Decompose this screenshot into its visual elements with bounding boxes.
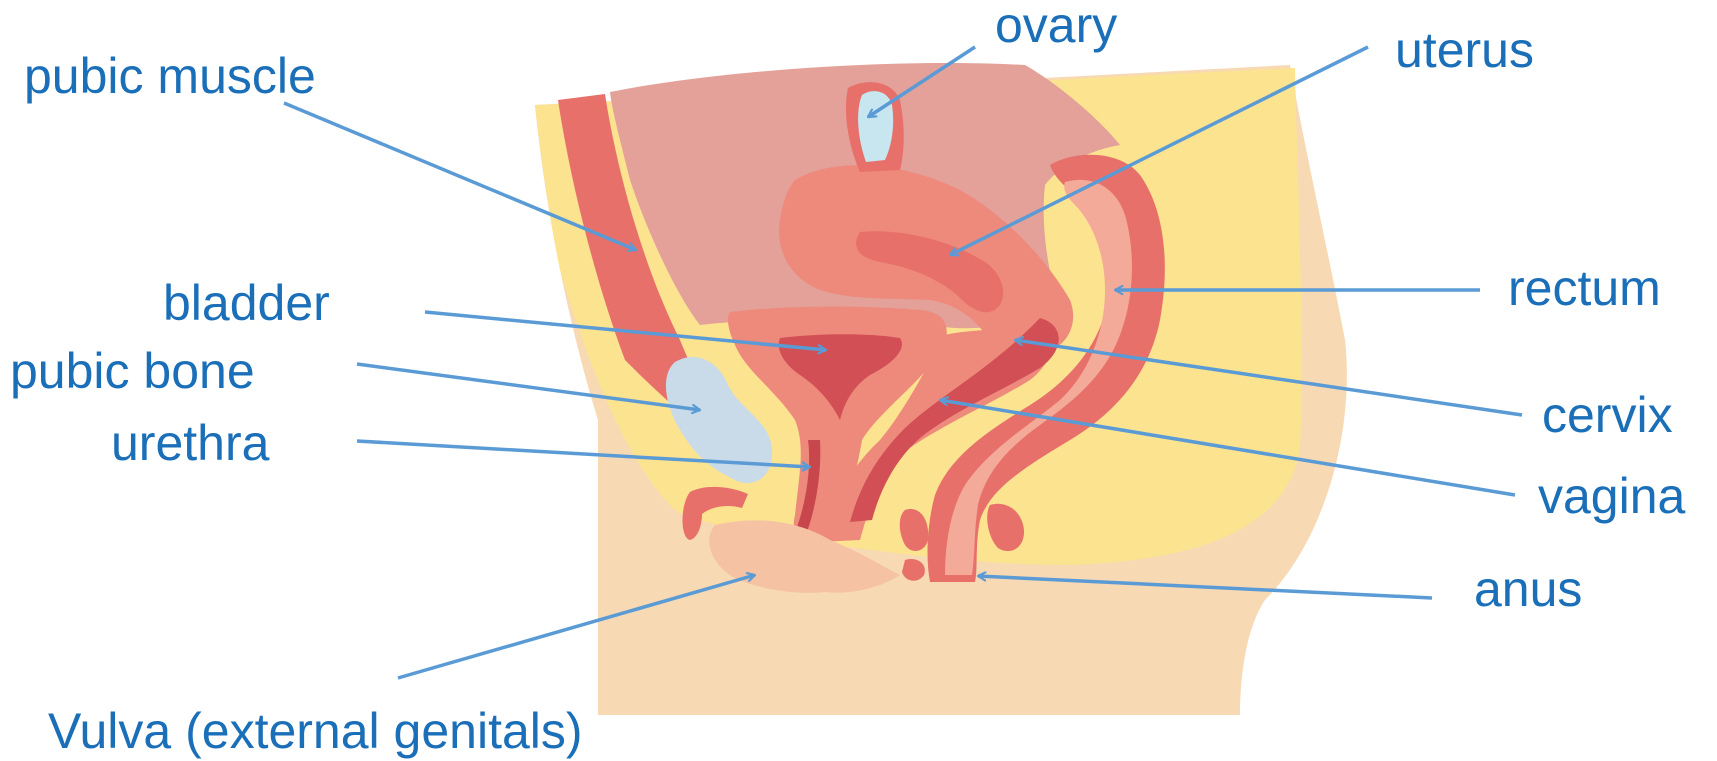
- label-vulva: Vulva (external genitals): [48, 703, 583, 759]
- ovary-shape: [858, 91, 893, 162]
- label-pubic-muscle: pubic muscle: [24, 48, 316, 104]
- pelvis-illustration: [535, 63, 1347, 715]
- label-pubic-bone: pubic bone: [10, 343, 255, 399]
- label-ovary: ovary: [995, 0, 1117, 53]
- label-uterus: uterus: [1395, 22, 1534, 78]
- label-rectum: rectum: [1508, 260, 1661, 316]
- label-anus: anus: [1474, 561, 1582, 617]
- label-bladder: bladder: [163, 275, 330, 331]
- label-urethra: urethra: [111, 415, 270, 471]
- label-cervix: cervix: [1542, 387, 1673, 443]
- label-vagina: vagina: [1538, 468, 1686, 524]
